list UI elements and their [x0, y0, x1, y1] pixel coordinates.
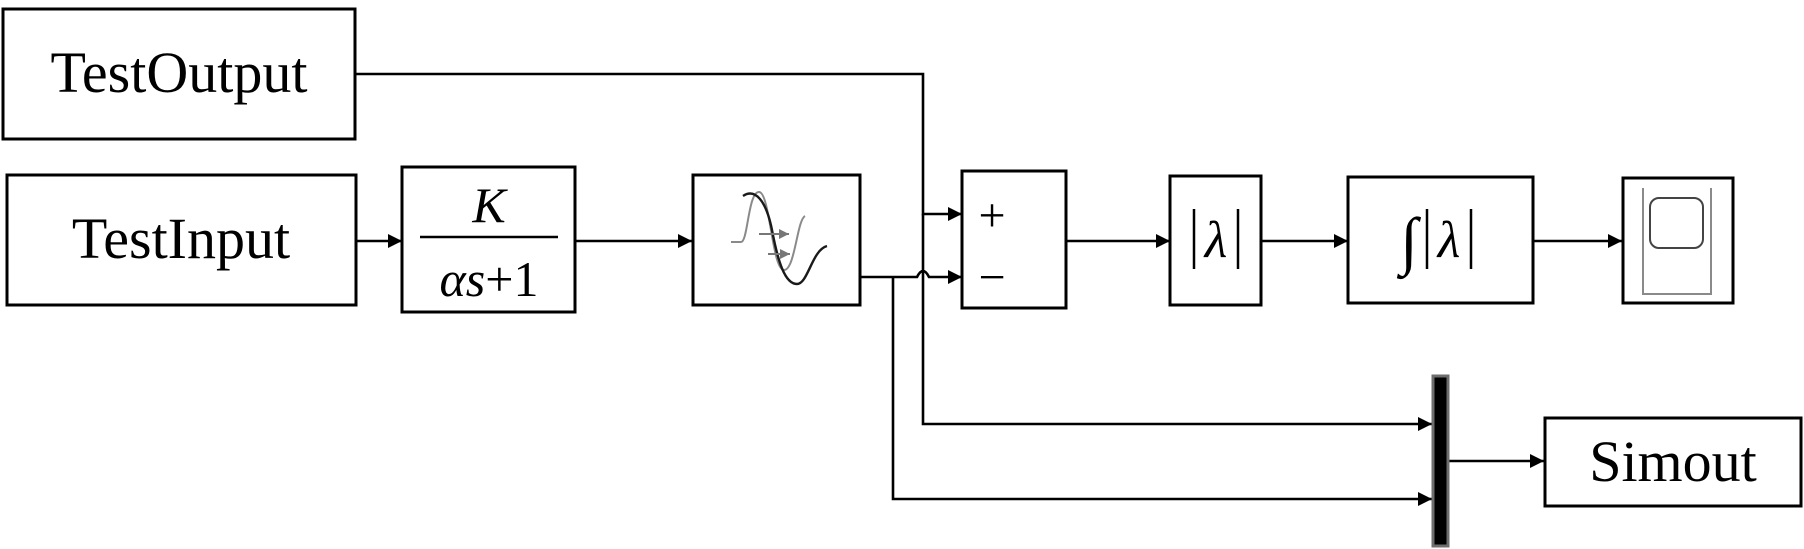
abs-block[interactable]: λ: [1168, 174, 1263, 307]
transport-delay-icon: [731, 190, 828, 286]
abs-symbol: λ: [1203, 212, 1228, 269]
integral-abs-block[interactable]: ∫ λ: [1346, 175, 1535, 305]
wire-testoutput-to-mux-upper[interactable]: [921, 214, 1432, 431]
test-input-block[interactable]: TestInput: [5, 173, 358, 307]
transfer-numerator: K: [471, 177, 508, 233]
transport-delay-block[interactable]: [691, 173, 862, 307]
transfer-denominator: αs+1: [440, 251, 539, 307]
test-output-block[interactable]: TestOutput: [1, 7, 357, 141]
sum-block[interactable]: + −: [960, 169, 1068, 310]
scope-block[interactable]: [1621, 176, 1735, 305]
wire-delay-to-sum-minus[interactable]: [861, 269, 962, 284]
transfer-function-block[interactable]: K αs+1: [400, 165, 577, 314]
integral-symbol: λ: [1436, 212, 1461, 269]
simout-block[interactable]: Simout: [1543, 416, 1803, 508]
wire-delay-to-mux-lower[interactable]: [891, 277, 1432, 506]
wire-testoutput-to-sum-plus[interactable]: [356, 72, 962, 221]
sum-minus-sign: −: [978, 251, 1005, 304]
connection-lines: [356, 72, 1622, 506]
test-input-label: TestInput: [72, 206, 290, 271]
integral-sign: ∫: [1396, 205, 1421, 280]
simout-label: Simout: [1589, 429, 1757, 494]
scope-icon: [1642, 188, 1712, 295]
test-output-label: TestOutput: [51, 40, 308, 105]
sum-plus-sign: +: [978, 189, 1005, 242]
mux-block[interactable]: [1431, 374, 1450, 548]
